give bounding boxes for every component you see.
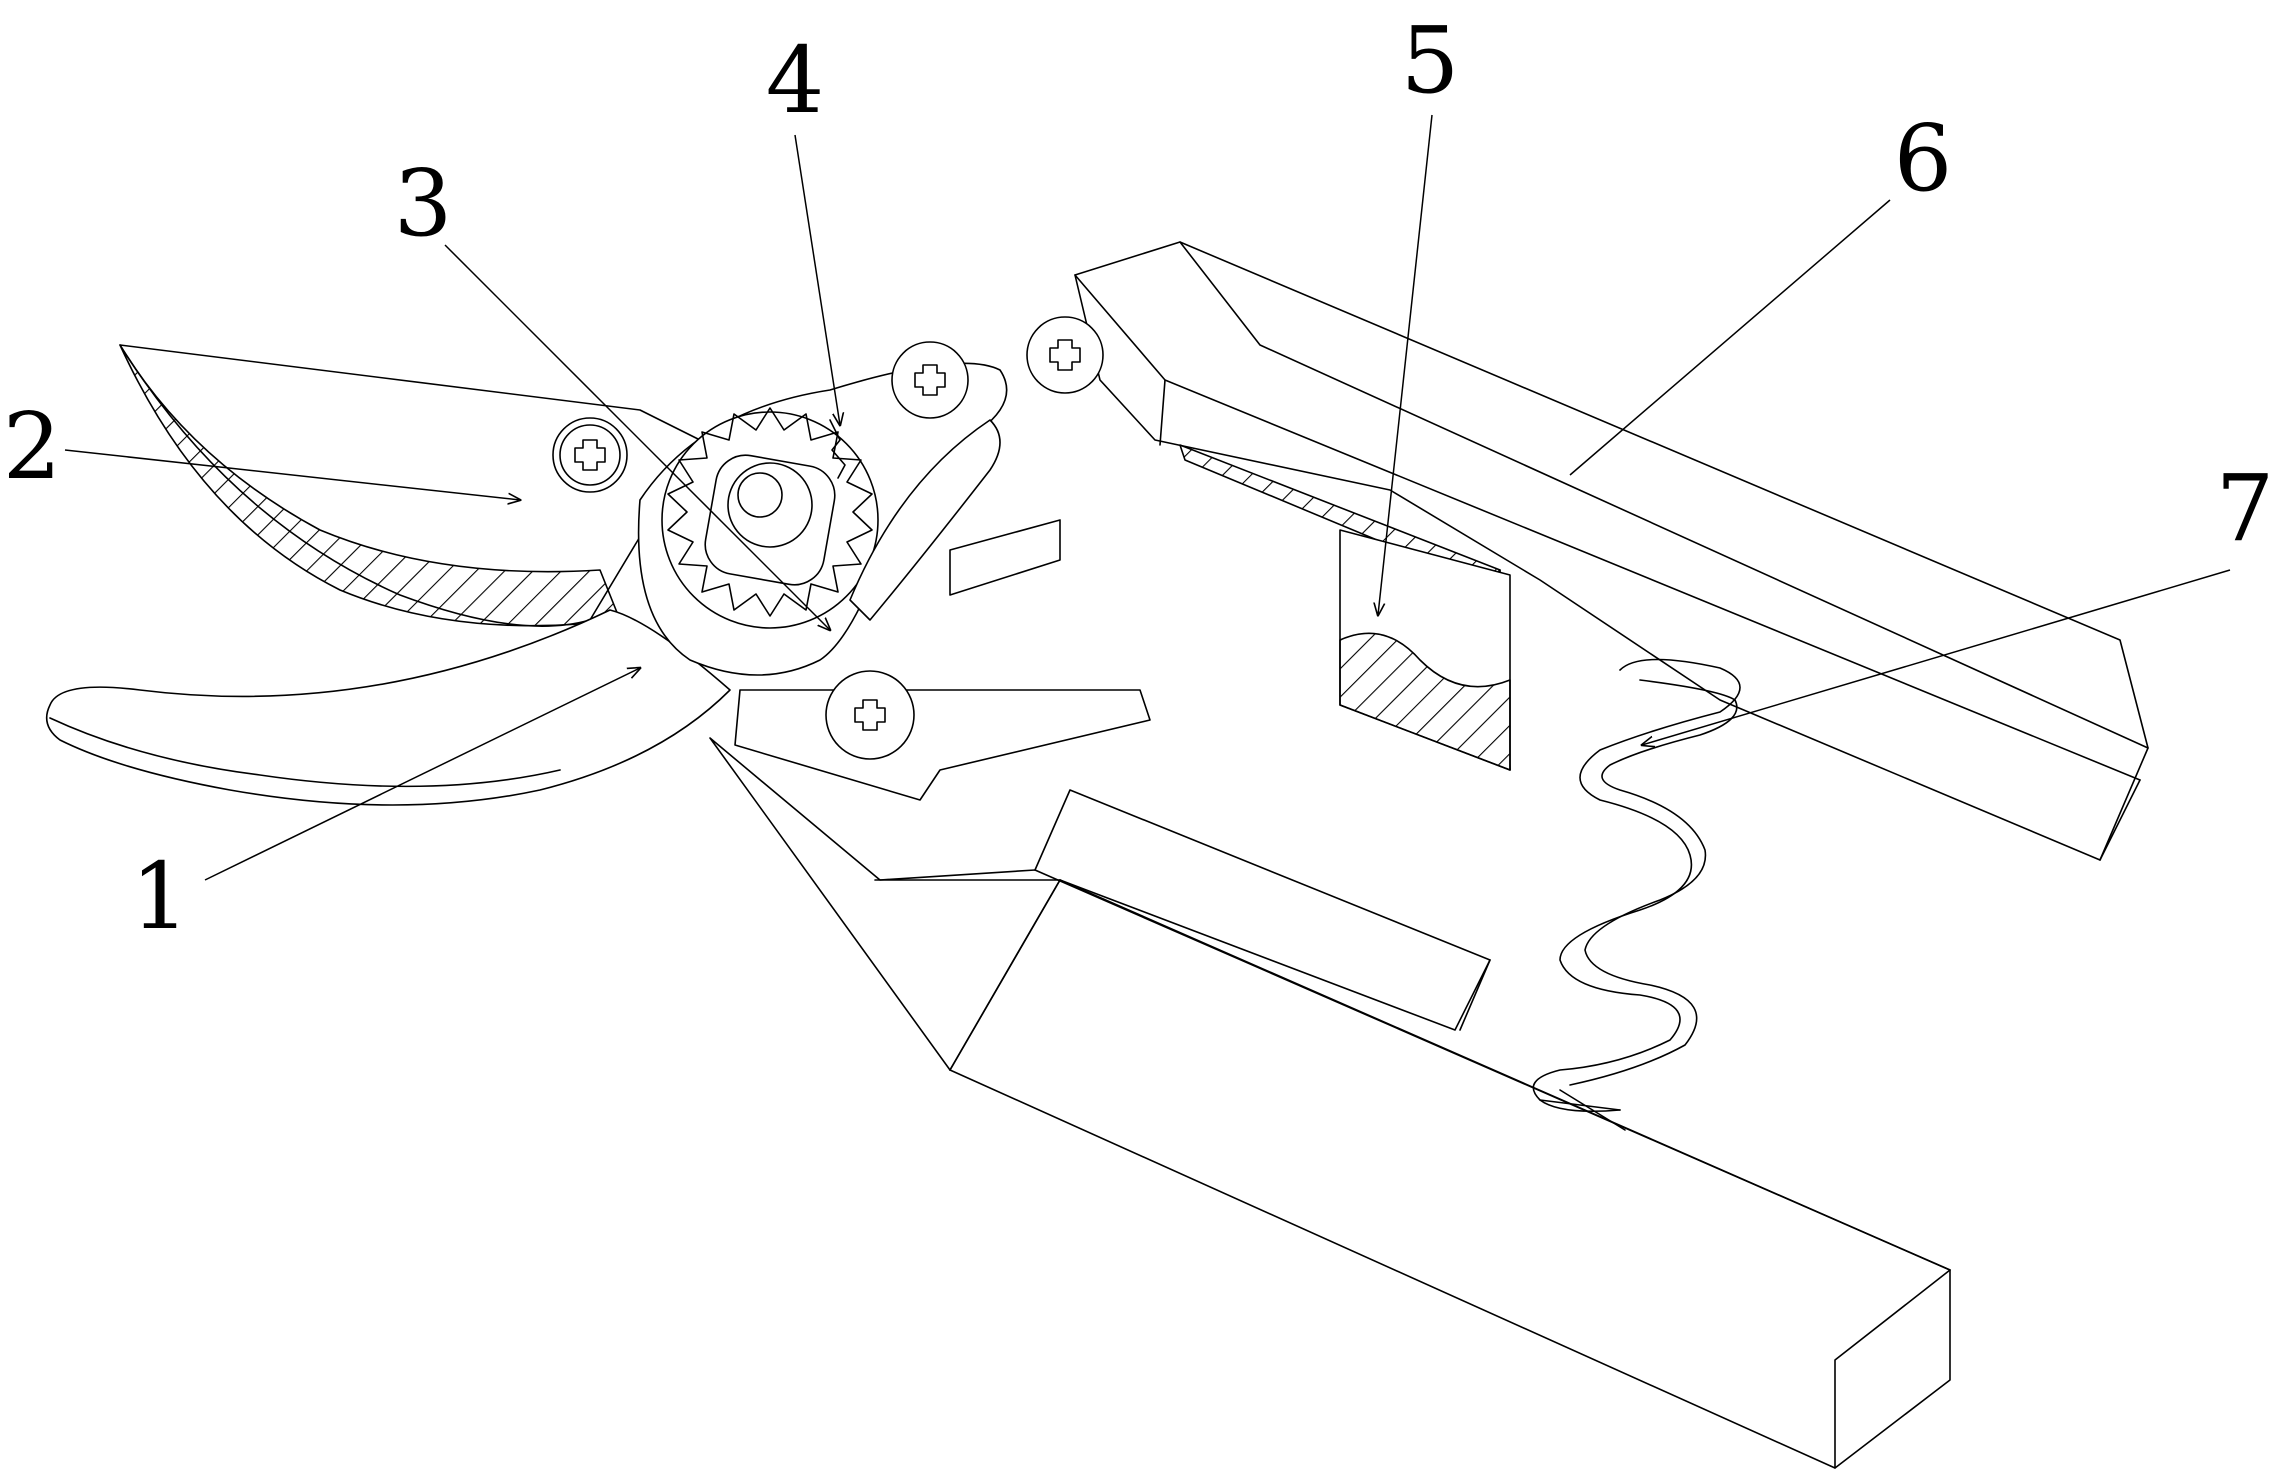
label-4: 4 [766,27,825,134]
label-5: 5 [1401,7,1460,114]
leader-1 [204,668,640,881]
label-1: 1 [131,843,190,950]
label-7: 7 [2216,455,2275,562]
lower-handle [709,737,1951,1469]
leader-5 [1378,114,1433,615]
label-6: 6 [1894,105,1953,212]
cavity-block [1339,529,1511,771]
leader-lines [64,114,2231,881]
part-labels: 1 2 3 4 5 6 7 [3,7,2275,950]
lower-blade [45,609,731,806]
spring [1532,658,1741,1131]
leader-2 [64,449,520,500]
label-2: 2 [3,393,62,500]
leader-7 [1642,569,2231,745]
leader-3 [444,244,830,630]
pivot-assembly [637,316,1151,801]
label-3: 3 [394,150,453,257]
leader-4 [794,134,840,425]
upper-handle [1074,241,2149,861]
upper-blade [119,344,701,627]
leader-6 [1569,199,1891,476]
